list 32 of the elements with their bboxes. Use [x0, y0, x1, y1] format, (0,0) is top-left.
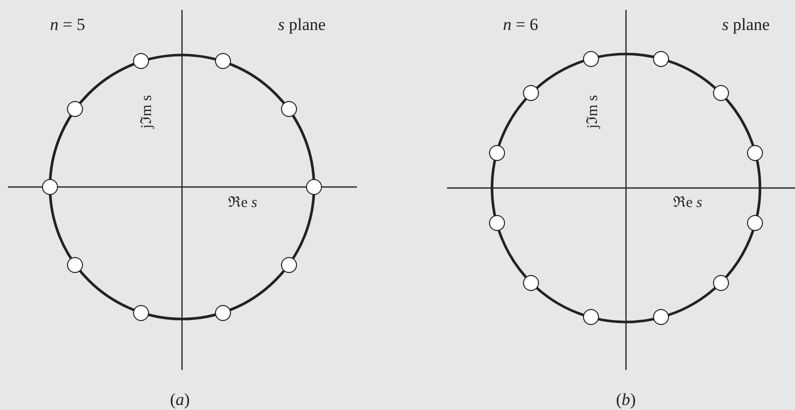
- axis-label: ℜe s: [228, 196, 258, 211]
- pole-marker: [280, 256, 297, 273]
- pole-marker: [42, 179, 58, 195]
- pole-marker: [306, 179, 322, 195]
- pole-marker: [747, 145, 764, 162]
- pole-marker: [583, 309, 600, 326]
- pole-marker: [133, 53, 150, 70]
- pole-marker: [133, 304, 150, 321]
- axis-label: jℑm s: [140, 95, 155, 128]
- pole-marker: [488, 214, 505, 231]
- panel-label: (a): [170, 391, 190, 408]
- parameter-label: n = 6: [503, 16, 538, 33]
- pole-marker: [488, 145, 505, 162]
- pole-marker: [652, 50, 669, 67]
- pole-marker: [747, 214, 764, 231]
- panel-label: (b): [616, 391, 636, 408]
- pole-marker: [712, 85, 729, 102]
- pole-marker: [523, 274, 540, 291]
- axis-label: jℑm s: [586, 95, 601, 128]
- axis-label: ℜe s: [673, 196, 702, 211]
- pole-marker: [712, 274, 729, 291]
- pole-marker: [67, 101, 84, 118]
- pole-marker: [523, 85, 540, 102]
- parameter-label: n = 5: [50, 16, 86, 33]
- plane-label: s plane: [278, 16, 326, 33]
- pole-marker: [652, 309, 669, 326]
- pole-marker: [214, 53, 231, 70]
- pole-marker: [583, 50, 600, 67]
- pole-marker: [280, 101, 297, 118]
- plane-label: s plane: [722, 16, 770, 33]
- pole-marker: [67, 256, 84, 273]
- pole-marker: [214, 304, 231, 321]
